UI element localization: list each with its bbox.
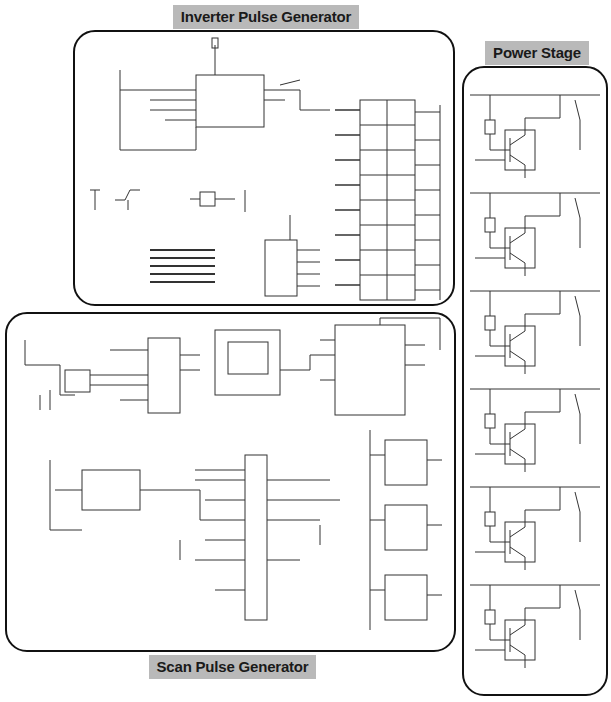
region-heading: Power Stage — [485, 41, 589, 65]
inverter-schematic — [90, 38, 440, 300]
region-heading: Scan Pulse Generator — [149, 655, 317, 679]
region-box: Scan Pulse Generator — [5, 312, 456, 652]
scan-schematic — [25, 318, 442, 630]
region-box: Inverter Pulse Generator — [73, 30, 455, 306]
region-box: Power Stage — [462, 66, 608, 696]
power-stage-schematic — [470, 95, 600, 668]
region-heading: Inverter Pulse Generator — [173, 5, 359, 29]
